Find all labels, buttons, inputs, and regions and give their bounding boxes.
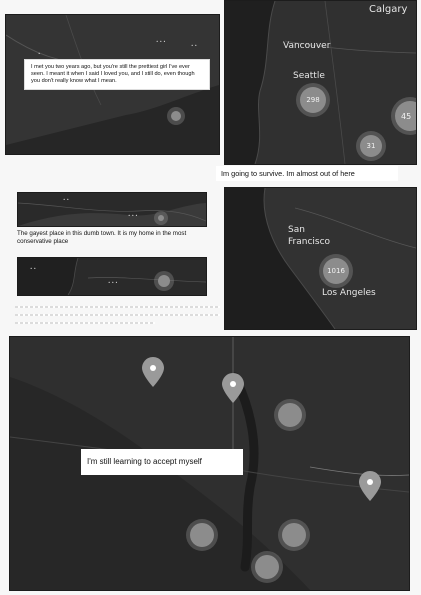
faint-scribble-line (15, 322, 155, 324)
panel-top-right-map: Calgary Vancouver Seattle 298 45 31 (224, 0, 417, 165)
map-cluster[interactable] (255, 555, 279, 579)
cluster-san-francisco: 1016 (323, 258, 349, 284)
map-cluster[interactable] (282, 523, 306, 547)
map-cluster[interactable] (190, 523, 214, 547)
city-label-los-angeles: Los Angeles (322, 288, 376, 298)
location-marker-icon[interactable] (222, 373, 244, 403)
caption-bottom: I'm still learning to accept myself (81, 449, 243, 475)
city-label-seattle: Seattle (293, 71, 325, 81)
faint-scribble-line (15, 306, 220, 308)
map-background (225, 1, 416, 164)
map-cluster (158, 215, 164, 221)
panel-middle-right-map: San Francisco 1016 Los Angeles (224, 187, 417, 330)
map-tiny-label: • • (63, 197, 69, 202)
map-cluster (158, 275, 170, 287)
caption-top-left: I met you two years ago, but you're stil… (24, 59, 210, 90)
panel-middle-left-map-2: • • • • • (17, 257, 207, 296)
cluster-right: 45 (395, 101, 416, 131)
map-tiny-label: • (38, 51, 41, 56)
city-label-vancouver: Vancouver (283, 41, 331, 51)
map-background (225, 188, 416, 329)
panel-top-left-map: • • • • • • I met you two years ago, but… (5, 14, 220, 155)
location-marker-icon[interactable] (359, 471, 381, 501)
location-marker-icon[interactable] (142, 357, 164, 387)
city-label-calgary: Calgary (369, 4, 408, 15)
map-tiny-label: • • • (108, 280, 118, 285)
map-background (18, 258, 206, 295)
city-label-san-francisco: San Francisco (288, 225, 331, 247)
map-tiny-label: • • • (128, 213, 138, 218)
caption-middle-left: The gayest place in this dumb town. It i… (17, 230, 187, 245)
map-tiny-label: • • (30, 266, 36, 271)
cluster-small: 31 (360, 135, 382, 157)
map-cluster (171, 111, 181, 121)
map-cluster[interactable] (278, 403, 302, 427)
panel-bottom-map: I'm still learning to accept myself (9, 336, 410, 591)
map-tiny-label: • • • (156, 39, 166, 44)
cluster-seattle: 298 (300, 87, 326, 113)
faint-scribble-line (15, 314, 220, 316)
map-background (18, 193, 206, 226)
panel-middle-left-map-1: • • • • • (17, 192, 207, 227)
caption-survive: Im going to survive. Im almost out of he… (216, 166, 398, 182)
map-background (10, 337, 409, 590)
map-tiny-label: • • (191, 43, 197, 48)
